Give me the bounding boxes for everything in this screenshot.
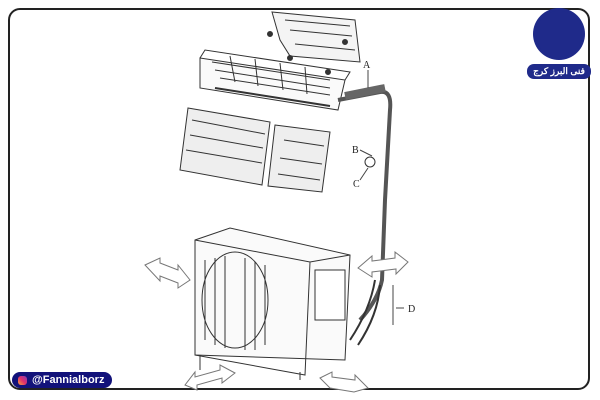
pipe-assembly — [337, 84, 393, 346]
social-handle-badge: @Fannialborz — [12, 372, 113, 388]
label-b: B — [352, 145, 359, 156]
logo-name: فنی البرز کرج — [527, 64, 591, 79]
image-frame — [8, 8, 590, 390]
label-c: C — [353, 179, 360, 190]
social-handle: @Fannialborz — [32, 374, 105, 386]
clearance-arrows — [144, 250, 409, 393]
logo-emblem — [533, 8, 585, 60]
instagram-icon — [18, 375, 27, 385]
callout-lines — [359, 70, 404, 325]
air-filters — [179, 107, 331, 193]
outdoor-unit — [194, 227, 351, 380]
label-a: A — [363, 60, 371, 71]
logo: فنی البرز کرج — [525, 8, 593, 82]
mounting-plate — [267, 11, 361, 75]
label-d: D — [408, 304, 415, 315]
indoor-unit — [199, 49, 351, 111]
